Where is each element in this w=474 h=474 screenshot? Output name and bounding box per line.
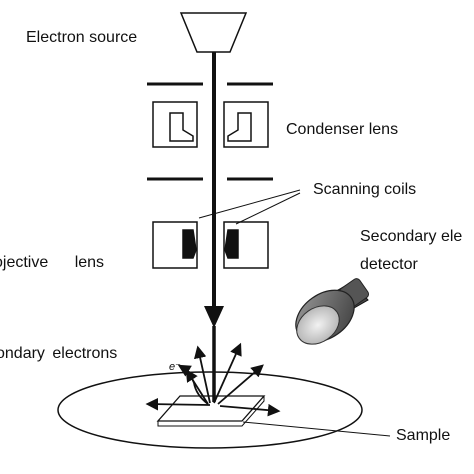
condenser-lens xyxy=(152,101,269,148)
secondary-electrons-label: ondary electrons xyxy=(0,345,118,362)
secondary-arrow-3 xyxy=(213,342,242,404)
condenser-lens-label: Condenser lens xyxy=(286,121,399,138)
objective-lens-label: ojective lens xyxy=(0,254,105,271)
electron-source-funnel xyxy=(179,12,248,53)
detector-label-line2: detector xyxy=(360,256,418,273)
secondary-arrow-5 xyxy=(145,397,211,411)
secondary-electron-detector xyxy=(295,278,370,345)
electron-source-label: Electron source xyxy=(26,29,138,46)
electron-beam-arrowhead xyxy=(204,306,224,328)
secondary-arrow-2 xyxy=(193,345,211,404)
electron-symbol-label: e⁻ xyxy=(169,361,181,373)
secondary-arrow-6 xyxy=(219,403,281,417)
secondary-arrow-4 xyxy=(217,364,264,405)
scanning-coils-label: Scanning coils xyxy=(313,181,417,198)
sample xyxy=(156,395,266,422)
secondary-arrow-wavy xyxy=(177,364,209,405)
detector-label-line1: Secondary ele xyxy=(360,228,463,245)
sample-leader xyxy=(242,421,391,437)
objective-lens xyxy=(152,221,269,269)
sample-label: Sample xyxy=(396,427,451,444)
secondary-electron-arrows xyxy=(145,342,281,417)
detector-face xyxy=(296,305,340,345)
